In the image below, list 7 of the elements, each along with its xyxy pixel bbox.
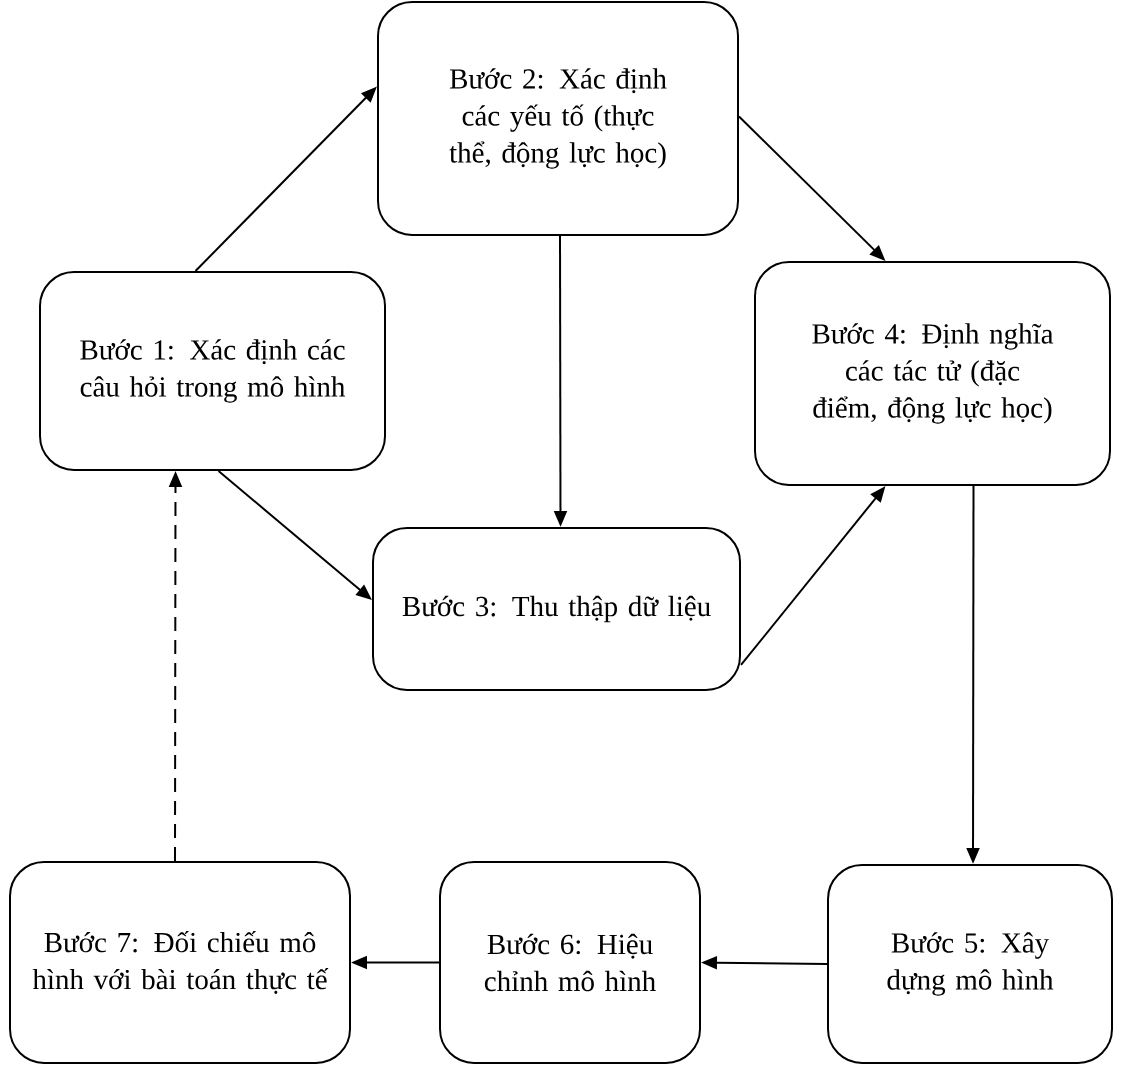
process-box: Bước 5: Xây dựng mô hình [827,864,1113,1064]
process-box: Bước 3: Thu thập dữ liệu [372,527,741,691]
process-box: Bước 6: Hiệu chỉnh mô hình [439,861,701,1064]
process-box: Bước 7: Đối chiếu mô hình với bài toán thực tế [9,861,351,1064]
process-box: Bước 4: Định nghĩa các tác tử (đặc điểm, động lực học) [754,261,1111,486]
process-box: Bước 1: Xác định các câu hỏi trong mô hình [39,271,386,471]
process-box: Bước 2: Xác định các yếu tố (thực thể, động lực học) [377,1,739,236]
